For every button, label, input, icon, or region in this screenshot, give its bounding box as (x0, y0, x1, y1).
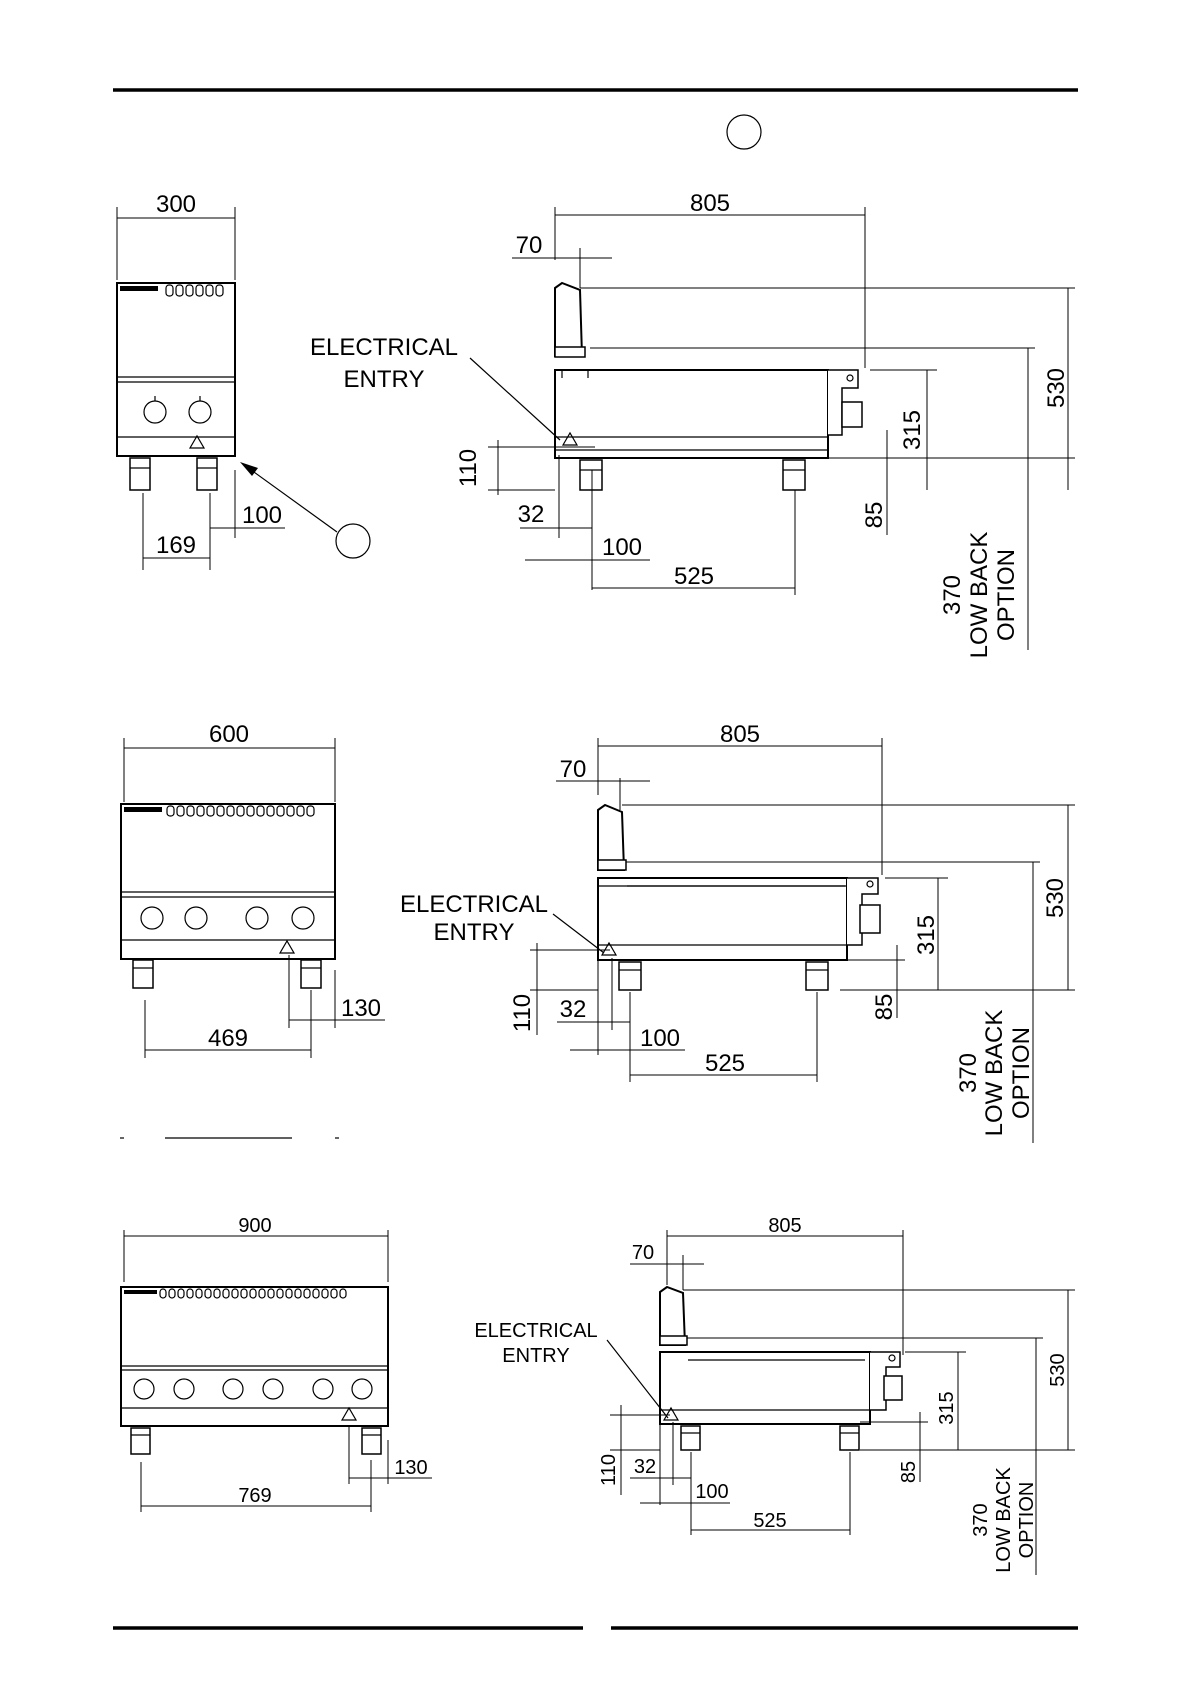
dim-foot-b: 100 (602, 534, 642, 561)
dim-leg-b: 100 (242, 502, 282, 529)
dim-back-offset: 70 (516, 232, 543, 259)
dim-width: 600 (209, 721, 249, 748)
side-view-row3: 805 70 ELECTRICAL ENTRY 530 315 85 370 L (474, 1215, 1075, 1575)
dim-height: 530 (1042, 878, 1069, 918)
electrical-entry-label-1: ELECTRICAL (400, 891, 548, 918)
dim-height: 530 (1047, 1353, 1069, 1386)
dim-back-offset: 70 (560, 756, 587, 783)
dim-leg-span: 525 (753, 1510, 786, 1532)
dim-foot-h: 110 (455, 449, 482, 487)
side-view-row2: 805 70 ELECTRICAL ENTRY 530 315 85 370 (400, 721, 1075, 1143)
leader-line (470, 358, 560, 440)
dim-leg-a: 769 (238, 1485, 271, 1507)
dim-top: 315 (913, 915, 940, 955)
dim-foot-b: 100 (640, 1025, 680, 1052)
dim-leg-a: 469 (208, 1025, 248, 1052)
dim-leg-b: 130 (394, 1457, 427, 1479)
callout-circle (336, 524, 370, 558)
dim-leg-b: 130 (341, 995, 381, 1022)
dim-height: 530 (1043, 368, 1070, 408)
low-back-label: LOW BACK (966, 532, 993, 659)
side-view-row1: 805 70 ELECTRICAL ENTRY 53 (310, 190, 1075, 658)
dim-low-back: 370 (955, 1053, 982, 1093)
dim-legs: 85 (871, 994, 898, 1021)
front-view-900: 900 (121, 1215, 432, 1512)
low-back-label: LOW BACK (993, 1467, 1015, 1573)
leader-line (553, 914, 604, 953)
electrical-entry-label-2: ENTRY (502, 1345, 569, 1367)
dim-leg-span: 525 (674, 563, 714, 590)
electrical-entry-label-1: ELECTRICAL (474, 1320, 597, 1342)
dim-leg-a: 169 (156, 532, 196, 559)
dim-leg-span: 525 (705, 1050, 745, 1077)
dim-foot-a: 32 (634, 1456, 656, 1478)
option-label: OPTION (993, 549, 1020, 641)
dim-foot-a: 32 (560, 996, 587, 1023)
dim-foot-b: 100 (695, 1481, 728, 1503)
dim-top: 315 (899, 410, 926, 450)
dim-top: 315 (936, 1391, 958, 1424)
dim-depth: 805 (690, 190, 730, 217)
front-view-300: 300 169 100 (117, 191, 370, 570)
front-view-600: 600 (120, 721, 385, 1138)
electrical-entry-label-1: ELECTRICAL (310, 334, 458, 361)
dim-low-back: 370 (939, 575, 966, 615)
electrical-entry-label-2: ENTRY (434, 919, 515, 946)
dim-foot-a: 32 (518, 501, 545, 528)
dim-legs: 85 (861, 502, 888, 529)
dim-foot-h: 110 (509, 994, 536, 1032)
electrical-entry-label-2: ENTRY (344, 366, 425, 393)
dim-width: 900 (238, 1215, 271, 1237)
dim-legs: 85 (898, 1461, 920, 1483)
backsplash (555, 283, 582, 356)
option-label: OPTION (1008, 1027, 1035, 1119)
callout-circle-top (727, 115, 761, 149)
option-label: OPTION (1016, 1482, 1038, 1559)
dim-foot-h: 110 (598, 1454, 620, 1486)
dim-width: 300 (156, 191, 196, 218)
dim-low-back: 370 (970, 1503, 992, 1536)
dim-depth: 805 (720, 721, 760, 748)
low-back-label: LOW BACK (981, 1010, 1008, 1137)
dim-depth: 805 (768, 1215, 801, 1237)
leader-line (607, 1340, 668, 1418)
dim-back-offset: 70 (632, 1242, 654, 1264)
